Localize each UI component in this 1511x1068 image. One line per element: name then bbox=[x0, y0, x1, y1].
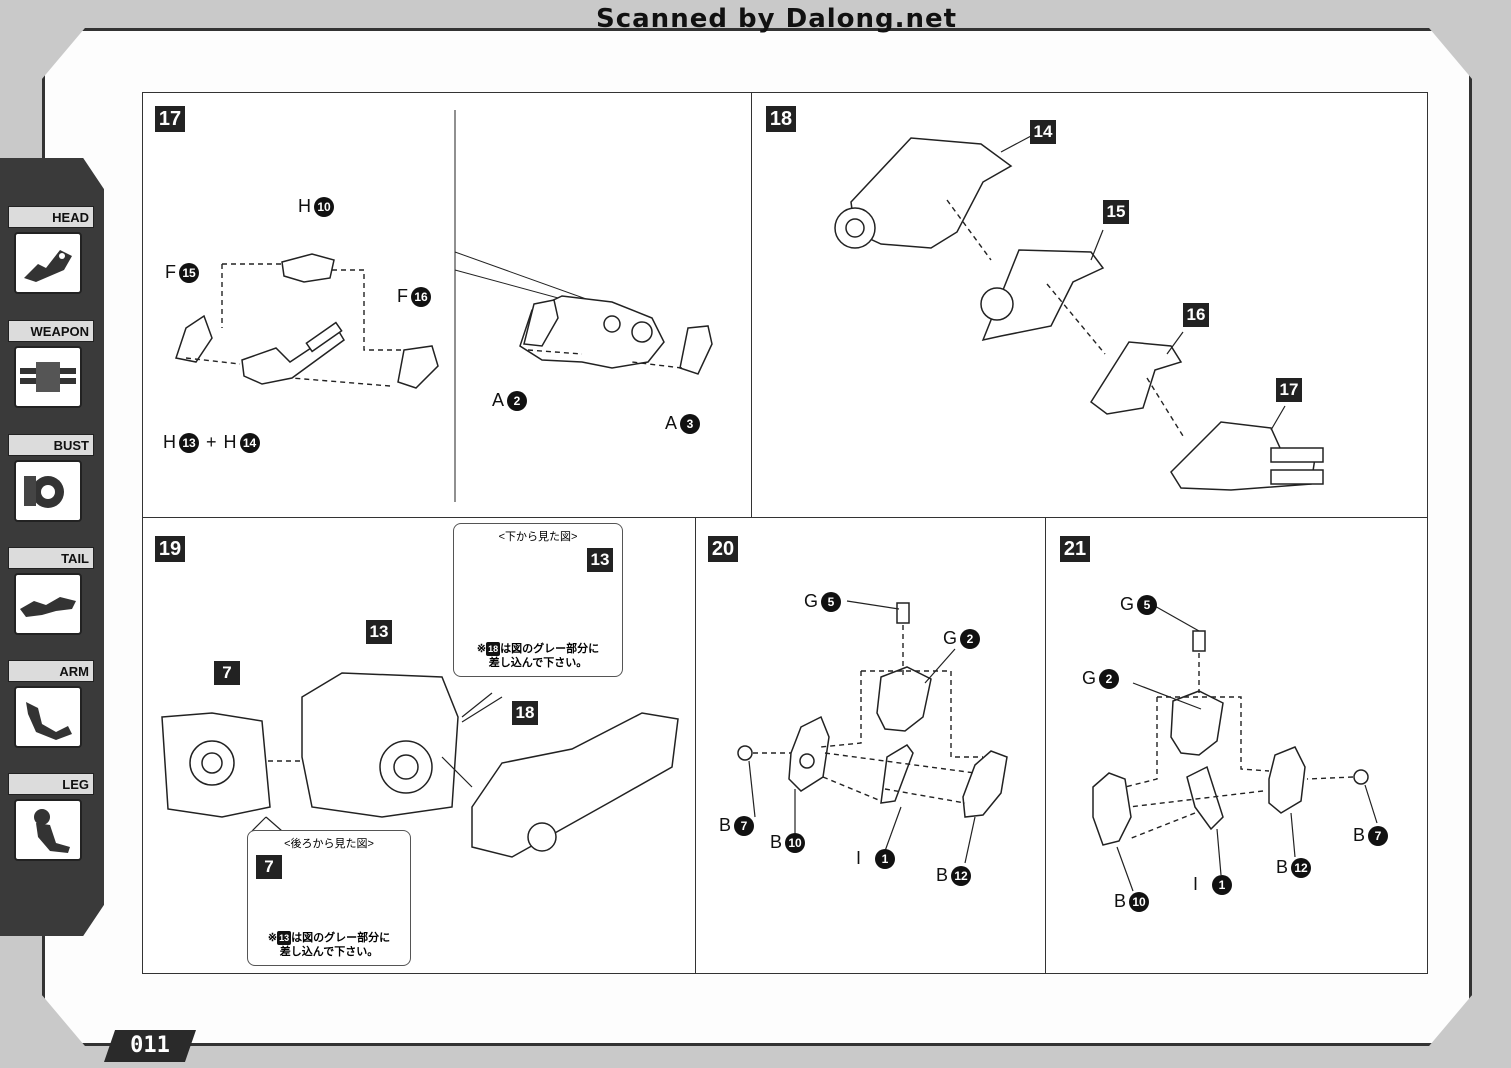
sidebar-item-label: BUST bbox=[8, 434, 94, 456]
part-label-13: 13 bbox=[366, 620, 392, 644]
step-18-diagram bbox=[834, 135, 1324, 491]
part-number-badge: 10 bbox=[1129, 891, 1150, 912]
note-title: <下から見た図> bbox=[498, 531, 578, 543]
part-number-badge: 1 bbox=[875, 848, 896, 869]
part-label-15: 15 bbox=[1103, 200, 1129, 224]
part-number-badge: 16 bbox=[411, 286, 431, 307]
part-number-badge: 14 bbox=[239, 432, 260, 453]
part-number-badge: 2 bbox=[507, 390, 528, 411]
head-thumbnail-icon bbox=[14, 232, 82, 294]
step-17-diagram bbox=[175, 110, 713, 502]
part-number-badge: 2 bbox=[960, 628, 981, 649]
tail-thumbnail-icon bbox=[14, 573, 82, 635]
part-label-7: 7 bbox=[214, 661, 240, 685]
sidebar-item-label: ARM bbox=[8, 660, 94, 682]
note-title: <後ろから見た図> bbox=[284, 838, 374, 850]
step-18-number: 18 bbox=[766, 106, 796, 132]
step-21-panel bbox=[1045, 517, 1428, 974]
part-number-badge: 7 bbox=[1368, 825, 1389, 846]
part-label-17: 17 bbox=[1276, 378, 1302, 402]
part-number-badge: 13 bbox=[179, 432, 199, 453]
step-17-panel bbox=[142, 92, 753, 519]
step-21-number: 21 bbox=[1060, 536, 1090, 562]
scan-credit: Scanned by Dalong.net bbox=[596, 4, 958, 34]
part-label-16: 16 bbox=[1183, 303, 1209, 327]
step-20-number: 20 bbox=[708, 536, 738, 562]
part-number-badge: 7 bbox=[734, 815, 755, 836]
part-label-18: 18 bbox=[512, 701, 538, 725]
sidebar-item-weapon[interactable]: WEAPON bbox=[8, 320, 98, 420]
sidebar-item-leg[interactable]: LEG bbox=[8, 773, 98, 873]
sidebar-item-tail[interactable]: TAIL bbox=[8, 547, 98, 647]
bust-thumbnail-icon bbox=[14, 460, 82, 522]
part-number-badge: 3 bbox=[680, 413, 701, 434]
part-number-badge: 1 bbox=[1212, 874, 1233, 895]
part-number-badge: 12 bbox=[951, 865, 972, 886]
weapon-thumbnail-icon bbox=[14, 346, 82, 408]
step-17-number: 17 bbox=[155, 106, 185, 132]
part-number-badge: 2 bbox=[1099, 668, 1120, 689]
note-part-label-7: 7 bbox=[256, 855, 282, 879]
sidebar-item-label: HEAD bbox=[8, 206, 94, 228]
part-number-badge: 15 bbox=[179, 262, 199, 283]
leg-thumbnail-icon bbox=[14, 799, 82, 861]
arm-thumbnail-icon bbox=[14, 686, 82, 748]
sidebar-item-bust[interactable]: BUST bbox=[8, 434, 98, 534]
part-number-badge: 10 bbox=[314, 196, 334, 217]
sidebar-item-arm[interactable]: ARM bbox=[8, 660, 98, 760]
sidebar-item-head[interactable]: HEAD bbox=[8, 206, 98, 306]
part-number-badge: 5 bbox=[821, 591, 842, 612]
part-number-badge: 12 bbox=[1291, 857, 1312, 878]
step-21-diagram bbox=[1092, 604, 1378, 892]
sidebar-item-label: TAIL bbox=[8, 547, 94, 569]
part-label-14: 14 bbox=[1030, 120, 1056, 144]
page-number: 011 bbox=[104, 1030, 196, 1062]
part-number-badge: 5 bbox=[1137, 594, 1158, 615]
step-20-diagram bbox=[737, 600, 1008, 864]
part-number-badge: 10 bbox=[785, 832, 806, 853]
step-19-number: 19 bbox=[155, 536, 185, 562]
step-20-panel bbox=[695, 517, 1047, 974]
sidebar-item-label: WEAPON bbox=[8, 320, 94, 342]
sidebar-item-label: LEG bbox=[8, 773, 94, 795]
note-part-label-13: 13 bbox=[587, 548, 613, 572]
